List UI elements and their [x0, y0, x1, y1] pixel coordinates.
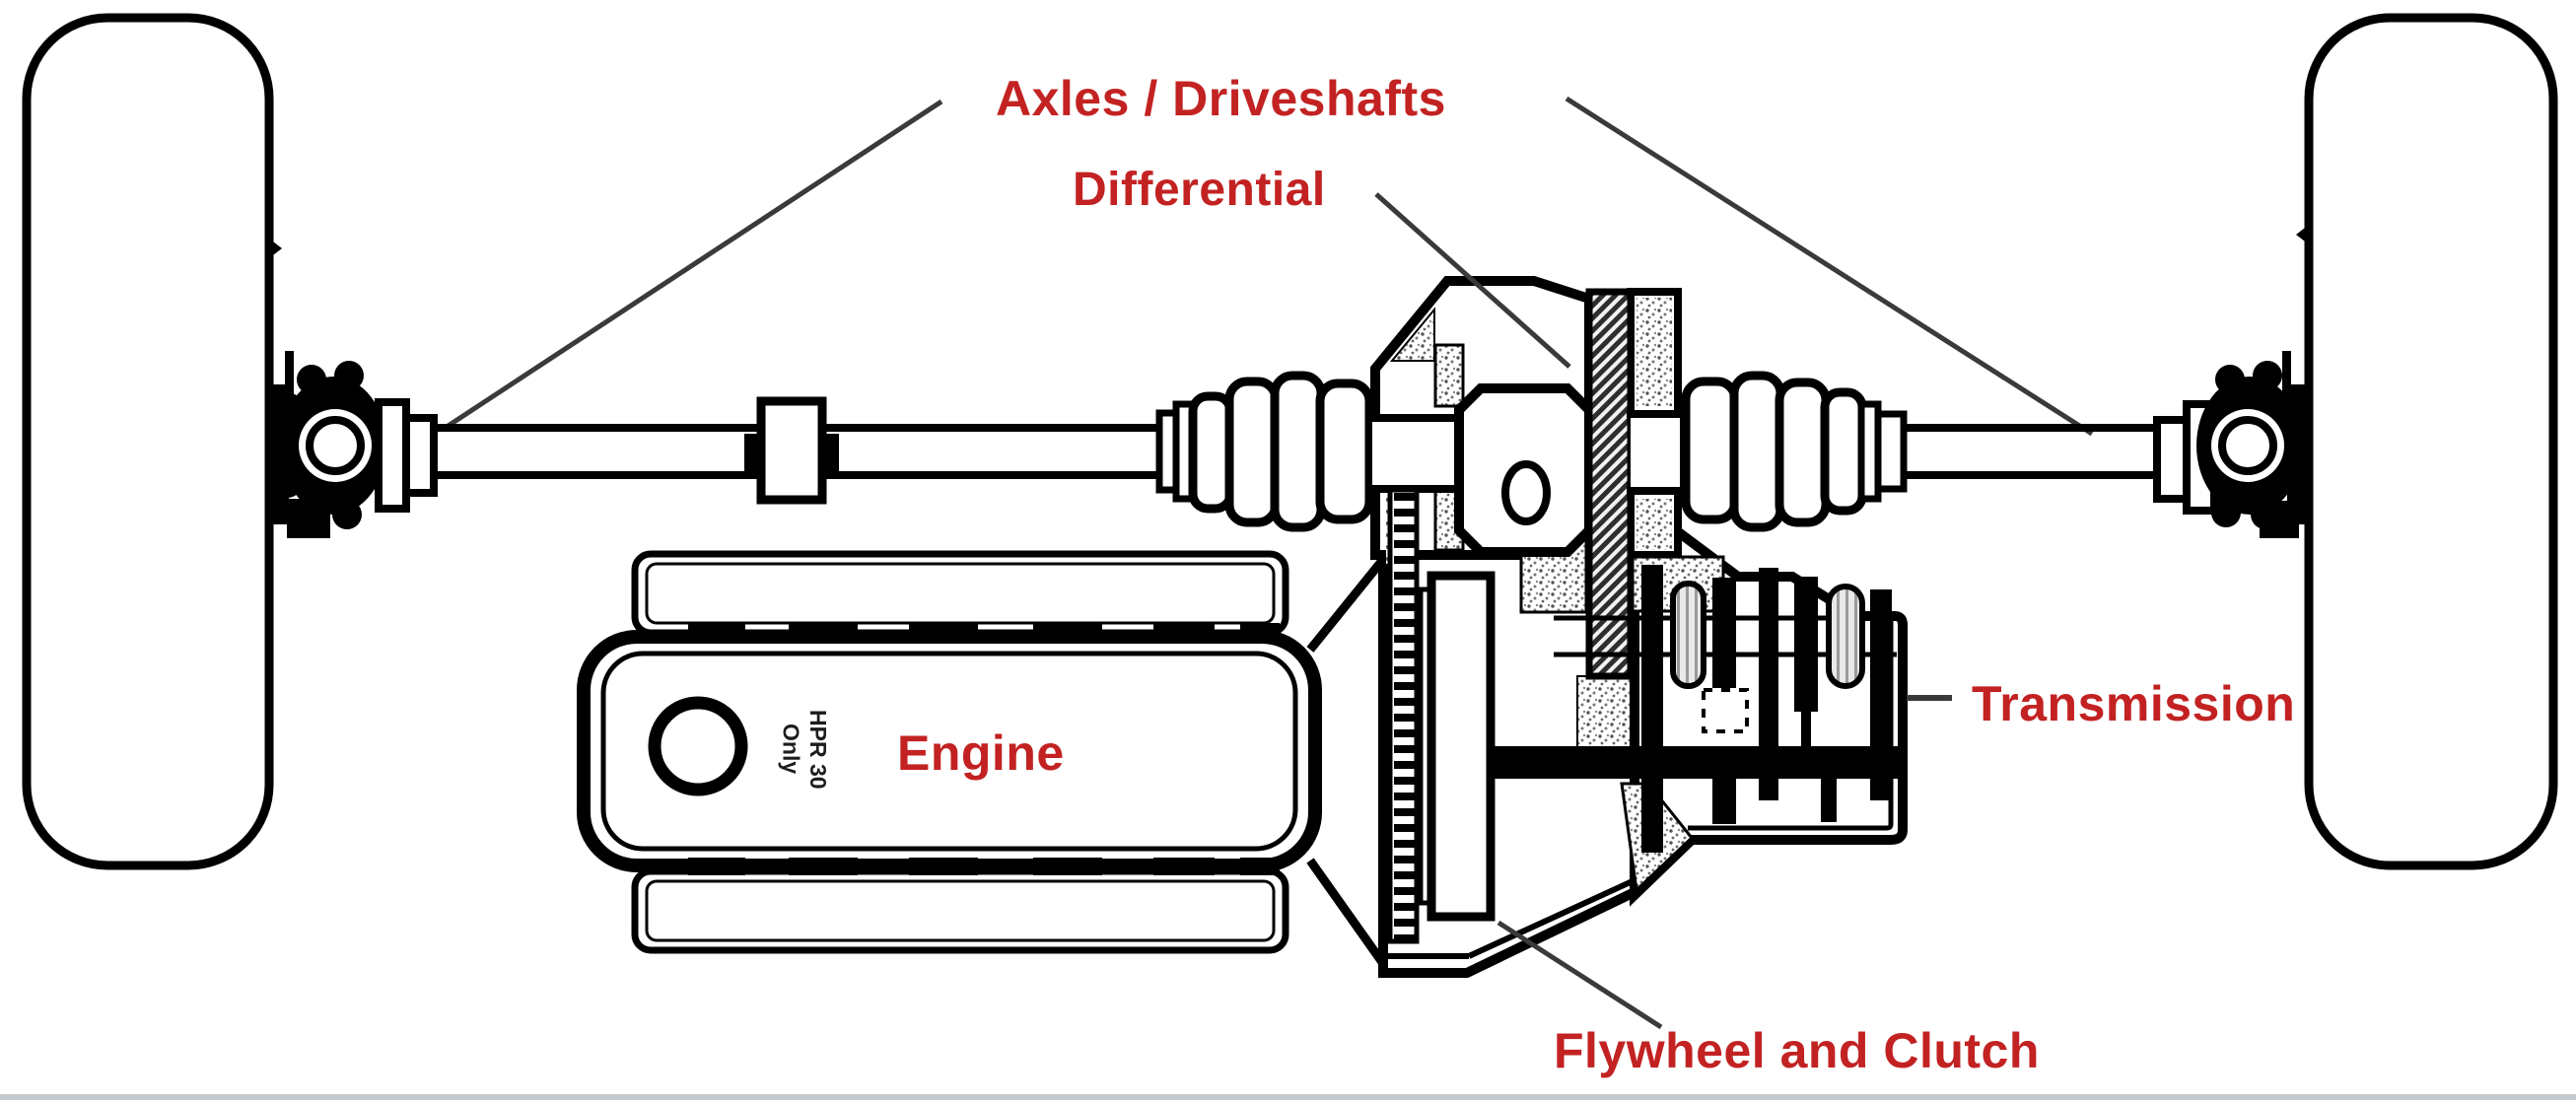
- carrier-pin-hole: [1501, 460, 1551, 525]
- bellhousing-adapter-bottom: [1306, 858, 1393, 975]
- flywheel-ring-gear: [1387, 487, 1420, 944]
- synchro-left: [1670, 581, 1706, 689]
- gear-cluster: [1641, 565, 1892, 853]
- leader-lines-axles: [445, 96, 2094, 437]
- leader-flywheel: [1497, 920, 1663, 1030]
- left-wheel: [22, 13, 282, 870]
- right-cv-boot: [1681, 371, 1908, 532]
- engine-note-line2: Only: [778, 724, 804, 775]
- engine-block: [577, 550, 1322, 954]
- label-flywheel-clutch: Flywheel and Clutch: [1554, 1023, 2040, 1078]
- engine-gasket-dashes-top: [688, 623, 1280, 641]
- left-wheel-valve-notch: [269, 239, 282, 258]
- transaxle-assembly: [1306, 276, 1908, 978]
- engine-note-line1: HPR 30: [805, 709, 832, 790]
- leader-axles-left: [445, 99, 943, 430]
- slider-gear-dashed: [1702, 688, 1749, 733]
- right-wheel: [2296, 13, 2558, 870]
- right-wheel-valve-notch: [2296, 225, 2309, 244]
- leader-lines-top: [1374, 192, 1952, 1030]
- label-axles-driveshafts: Axles / Driveshafts: [996, 71, 1446, 126]
- right-axle-shaft: [1903, 424, 2159, 479]
- clutch-pressure-plate: [1427, 571, 1496, 922]
- valve-cover-bottom: [631, 867, 1289, 954]
- oil-cap-icon: [648, 696, 748, 796]
- bellhousing-adapter-top: [1306, 549, 1393, 653]
- leader-axles-right: [1565, 96, 2094, 437]
- right-outer-cv-joint: [2153, 351, 2309, 538]
- valve-cover-top: [631, 550, 1289, 637]
- label-engine: Engine: [897, 725, 1065, 781]
- synchro-right: [1826, 584, 1865, 689]
- label-transmission: Transmission: [1972, 676, 2296, 731]
- engine-note-hpr30: HPR 30 Only: [777, 698, 832, 800]
- countershaft: [1491, 746, 1903, 779]
- left-axle-coupling: [744, 396, 839, 505]
- leader-differential: [1374, 192, 1571, 369]
- bottom-border-line: [0, 1094, 2576, 1100]
- label-differential: Differential: [1073, 164, 1326, 216]
- left-cv-boot: [1155, 371, 1374, 532]
- left-outer-cv-joint: [267, 351, 438, 538]
- engine-gasket-dashes-bottom: [688, 858, 1280, 875]
